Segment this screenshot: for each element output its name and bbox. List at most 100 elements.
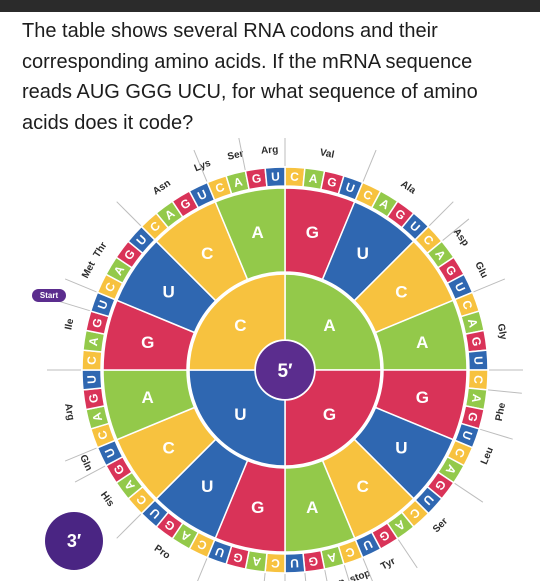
amino-acid-divider [238, 138, 246, 171]
inner-base-label: G [323, 405, 336, 424]
outer-base-label: G [469, 336, 484, 347]
amino-acid-label: Asn [151, 178, 173, 198]
outer-base-label: G [326, 174, 338, 190]
amino-acid-divider [397, 539, 418, 569]
middle-base-label: A [306, 498, 318, 517]
outer-base-label: G [465, 411, 481, 423]
middle-ring: G U C A G U C A G U C A G U C A [102, 187, 468, 553]
amino-acid-label: Ser [226, 148, 244, 162]
amino-acid-divider [116, 201, 142, 227]
amino-acid-divider [343, 565, 350, 581]
outer-base-label: U [290, 556, 299, 570]
amino-acid-label: Asp [451, 227, 471, 249]
inner-base-label: U [234, 405, 246, 424]
outer-base-label: A [86, 336, 101, 347]
amino-acid-divider [454, 482, 484, 503]
top-bar [0, 0, 540, 12]
amino-acid-label: Ile [63, 317, 76, 331]
outer-base-label: U [85, 375, 99, 384]
outer-base-label: A [308, 171, 319, 186]
outer-base-label: A [251, 554, 262, 569]
inner-base-label: C [234, 316, 246, 335]
outer-base-label: U [271, 170, 280, 184]
outer-base-label: C [290, 170, 300, 184]
middle-base-label: C [201, 244, 213, 263]
question-text: The table shows several RNA codons and t… [22, 20, 478, 134]
outer-base-label: G [86, 393, 101, 404]
inner-segment [284, 273, 382, 371]
middle-base-label: G [416, 388, 429, 407]
amino-acid-divider [473, 278, 506, 293]
outer-base-label: A [465, 317, 481, 329]
amino-acid-label: Ala [398, 179, 417, 197]
middle-base-label: G [306, 223, 319, 242]
middle-base-label: U [201, 477, 213, 496]
amino-acid-label: Leu [479, 446, 496, 467]
middle-base-label: C [357, 477, 369, 496]
amino-acid-divider [304, 572, 307, 581]
amino-acid-divider [57, 300, 90, 312]
outer-base-label: G [89, 317, 105, 329]
outer-base-label: G [251, 171, 262, 186]
amino-acid-label: Leu [237, 580, 256, 581]
amino-acid-label: Ser [431, 516, 450, 535]
amino-acid-label: Thr [91, 240, 109, 260]
amino-acid-divider [487, 389, 522, 394]
middle-base-label: A [252, 223, 264, 242]
amino-acid-divider [64, 447, 97, 462]
center-label: 5′ [277, 361, 293, 382]
outer-base-label: C [85, 356, 99, 366]
middle-segment [214, 187, 286, 281]
amino-acid-divider [362, 149, 377, 182]
middle-base-label: U [357, 244, 369, 263]
outer-base-label: G [308, 554, 319, 569]
amino-acid-divider [263, 572, 266, 581]
outer-base-label: A [89, 411, 105, 423]
amino-acid-divider [480, 428, 513, 440]
middle-base-label: G [141, 333, 154, 352]
amino-acid-label: Gln [77, 453, 94, 473]
amino-acid-divider [197, 558, 208, 581]
amino-acid-label: His [98, 490, 116, 509]
center-circle [256, 341, 314, 399]
outer-base-label: A [469, 393, 484, 404]
inner-ring: A G U C [188, 273, 382, 467]
amino-acid-divider [193, 149, 208, 182]
middle-base-label: U [395, 438, 407, 457]
amino-acid-divider [116, 513, 142, 539]
middle-base-label: U [162, 283, 174, 302]
amino-acid-divider [64, 278, 97, 293]
inner-segment [188, 369, 286, 467]
inner-segment [284, 369, 382, 467]
middle-base-label: C [162, 438, 174, 457]
amino-acid-label: stop [348, 568, 372, 581]
middle-base-label: C [395, 283, 407, 302]
amino-acid-divider [324, 569, 328, 581]
amino-acid-label: Arg [62, 402, 76, 421]
amino-acid-label: Gly [495, 323, 509, 341]
codon-wheel: ArgValAlaAspGluGlyPheLeuSerTyrstopstopCy… [47, 138, 523, 581]
amino-acid-label: Val [319, 147, 336, 161]
inner-base-label: A [323, 316, 335, 335]
start-badge: Start [32, 289, 66, 302]
amino-acid-divider [362, 558, 373, 581]
outer-base-label: C [471, 375, 485, 385]
amino-acid-label: Glu [472, 260, 489, 280]
amino-acid-label: Pro [152, 543, 172, 561]
amino-acid-label: stop [323, 577, 346, 581]
outer-segment [264, 166, 286, 188]
three-prime-badge: 3′ [45, 512, 103, 570]
outer-base-label: G [232, 550, 244, 566]
inner-segment [188, 273, 286, 371]
outer-base-label: C [271, 556, 281, 570]
outer-base-label: A [232, 174, 244, 190]
middle-base-label: A [416, 333, 428, 352]
outer-base-label: U [471, 356, 485, 365]
amino-acid-label: Phe [494, 401, 508, 422]
amino-acid-label: Tyr [379, 556, 397, 573]
outer-base-label: A [326, 550, 338, 566]
middle-base-label: A [142, 388, 154, 407]
amino-acid-divider [74, 465, 106, 483]
amino-acid-label: Met [80, 259, 98, 280]
amino-acid-label: Arg [261, 144, 279, 156]
